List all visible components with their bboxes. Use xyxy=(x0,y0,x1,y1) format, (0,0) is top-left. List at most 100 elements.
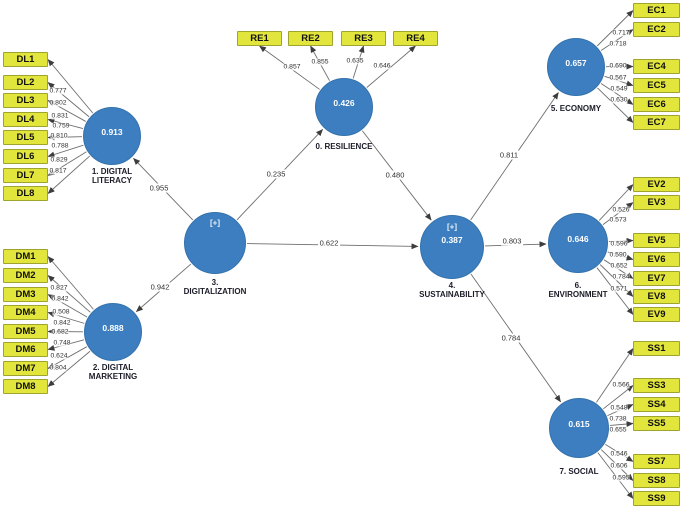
indicator-DM7[interactable]: DM7 xyxy=(3,361,48,376)
loading-DL5: 0.810 xyxy=(50,132,68,140)
indicator-EC7[interactable]: EC7 xyxy=(633,115,680,130)
indicator-EV3[interactable]: EV3 xyxy=(633,195,680,210)
indicator-EC2[interactable]: EC2 xyxy=(633,22,680,37)
indicator-DM4[interactable]: DM4 xyxy=(3,305,48,320)
path-coefficient-sustainability-to-environment: 0.803 xyxy=(501,236,523,246)
construct-label-line: SUSTAINABILITY xyxy=(419,290,485,299)
construct-digital-literacy[interactable] xyxy=(83,107,141,165)
loading-DL4: 0.759 xyxy=(52,122,70,130)
loading-EC2: 0.718 xyxy=(609,40,627,48)
construct-value-resilience: 0.426 xyxy=(333,98,355,108)
loading-SS4: 0.738 xyxy=(609,415,627,423)
indicator-RE1[interactable]: RE1 xyxy=(237,31,282,46)
construct-label-line: DIGITALIZATION xyxy=(183,287,247,296)
construct-digital-marketing[interactable] xyxy=(84,303,142,361)
loading-DM6: 0.748 xyxy=(53,339,71,347)
indicator-SS3[interactable]: SS3 xyxy=(633,378,680,393)
loading-DM4: 0.842 xyxy=(53,319,71,327)
indicator-DM3[interactable]: DM3 xyxy=(3,287,48,302)
indicator-SS8[interactable]: SS8 xyxy=(633,473,680,488)
loading-SS8: 0.606 xyxy=(610,462,628,470)
construct-label-line: MARKETING xyxy=(88,372,138,381)
indicator-DL1[interactable]: DL1 xyxy=(3,52,48,67)
relationship-arrow xyxy=(596,348,634,403)
construct-value-digital-marketing: 0.888 xyxy=(102,323,124,333)
indicator-EV8[interactable]: EV8 xyxy=(633,289,680,304)
loading-DL6: 0.788 xyxy=(51,142,69,150)
construct-value-digital-literacy: 0.913 xyxy=(101,127,123,137)
indicator-EV7[interactable]: EV7 xyxy=(633,271,680,286)
construct-label-line: 0. RESILIENCE xyxy=(315,142,373,151)
construct-social[interactable] xyxy=(549,398,609,458)
indicator-SS1[interactable]: SS1 xyxy=(633,341,680,356)
construct-digitalization[interactable] xyxy=(184,212,246,274)
indicator-RE4[interactable]: RE4 xyxy=(393,31,438,46)
path-coefficient-digitalization-to-resilience: 0.235 xyxy=(265,169,287,179)
indicator-RE3[interactable]: RE3 xyxy=(341,31,386,46)
higher-order-badge-sustainability: [+] xyxy=(447,222,457,232)
loading-DM8: 0.804 xyxy=(49,364,67,372)
indicator-DM5[interactable]: DM5 xyxy=(3,324,48,339)
construct-resilience[interactable] xyxy=(315,78,373,136)
indicator-EC4[interactable]: EC4 xyxy=(633,59,680,74)
loading-SS5: 0.655 xyxy=(609,426,627,434)
indicator-SS5[interactable]: SS5 xyxy=(633,416,680,431)
indicator-SS9[interactable]: SS9 xyxy=(633,491,680,506)
construct-label-sustainability: 4.SUSTAINABILITY xyxy=(419,281,485,299)
indicator-SS7[interactable]: SS7 xyxy=(633,454,680,469)
construct-label-environment: 6.ENVIRONMENT xyxy=(548,281,607,299)
construct-label-economy: 5. ECONOMY xyxy=(551,104,601,113)
construct-label-line: 5. ECONOMY xyxy=(550,104,602,113)
construct-label-line: 2. DIGITAL xyxy=(92,363,134,372)
indicator-EC1[interactable]: EC1 xyxy=(633,3,680,18)
indicator-DL2[interactable]: DL2 xyxy=(3,75,48,90)
indicator-DL7[interactable]: DL7 xyxy=(3,168,48,183)
indicator-DM1[interactable]: DM1 xyxy=(3,249,48,264)
indicator-EC5[interactable]: EC5 xyxy=(633,78,680,93)
indicator-EV9[interactable]: EV9 xyxy=(633,307,680,322)
indicator-DL4[interactable]: DL4 xyxy=(3,112,48,127)
loading-DL7: 0.829 xyxy=(50,156,68,164)
loading-EV2: 0.526 xyxy=(612,206,630,214)
loading-EC5: 0.567 xyxy=(609,74,627,82)
relationship-arrow xyxy=(47,275,91,313)
relationship-arrow xyxy=(597,87,634,123)
indicator-DL8[interactable]: DL8 xyxy=(3,186,48,201)
indicator-DL5[interactable]: DL5 xyxy=(3,130,48,145)
construct-economy[interactable] xyxy=(547,38,605,96)
indicator-EV6[interactable]: EV6 xyxy=(633,252,680,267)
indicator-DL6[interactable]: DL6 xyxy=(3,149,48,164)
indicator-EV2[interactable]: EV2 xyxy=(633,177,680,192)
relationship-arrow xyxy=(598,184,634,221)
loading-EV8: 0.784 xyxy=(612,273,630,281)
loading-EV9: 0.571 xyxy=(610,285,628,293)
loading-RE2: 0.855 xyxy=(311,58,329,66)
path-coefficient-sustainability-to-social: 0.784 xyxy=(500,333,522,343)
construct-value-sustainability: 0.387 xyxy=(441,235,463,245)
indicator-EV5[interactable]: EV5 xyxy=(633,233,680,248)
indicator-DM2[interactable]: DM2 xyxy=(3,268,48,283)
loading-DM3: 0.508 xyxy=(52,308,70,316)
loading-EC7: 0.630 xyxy=(610,96,628,104)
loading-DL8: 0.817 xyxy=(49,167,67,175)
path-coefficient-digitalization-to-digital-literacy: 0.955 xyxy=(148,183,170,193)
loading-EC6: 0.549 xyxy=(610,85,628,93)
construct-label-line: 4. xyxy=(448,281,456,290)
construct-sustainability[interactable] xyxy=(420,215,484,279)
loading-SS1: 0.566 xyxy=(612,381,630,389)
construct-environment[interactable] xyxy=(548,213,608,273)
indicator-DL3[interactable]: DL3 xyxy=(3,93,48,108)
indicator-DM6[interactable]: DM6 xyxy=(3,342,48,357)
indicator-DM8[interactable]: DM8 xyxy=(3,379,48,394)
indicator-RE2[interactable]: RE2 xyxy=(288,31,333,46)
path-coefficient-digitalization-to-sustainability: 0.622 xyxy=(318,238,340,248)
loading-EC1: 0.717 xyxy=(612,29,630,37)
loading-SS7: 0.546 xyxy=(610,450,628,458)
loading-DM1: 0.827 xyxy=(50,284,68,292)
indicator-SS4[interactable]: SS4 xyxy=(633,397,680,412)
loading-DL2: 0.802 xyxy=(49,99,67,107)
loading-EV5: 0.596 xyxy=(610,240,628,248)
indicator-EC6[interactable]: EC6 xyxy=(633,97,680,112)
